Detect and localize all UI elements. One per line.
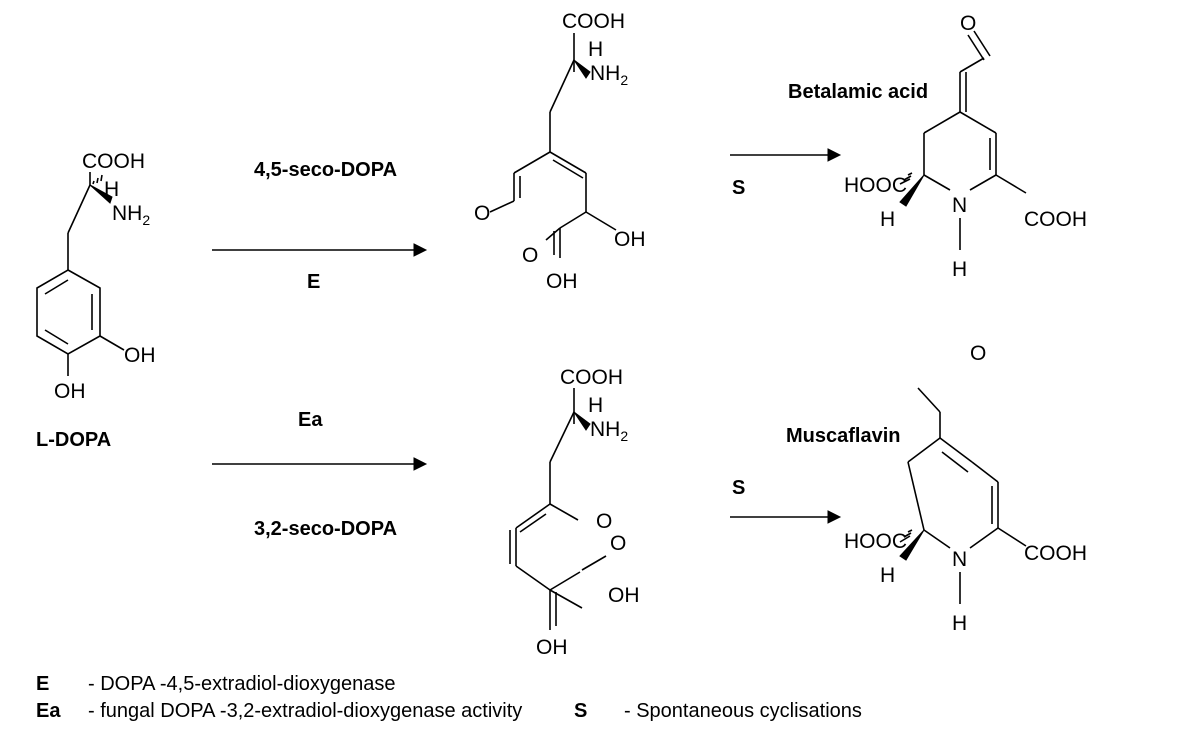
betalamic-o-label: O [960, 12, 976, 35]
compound-4-5-seco-dopa: COOH H NH2 O O OH OH [474, 10, 646, 293]
legend-key-e: E [36, 673, 49, 695]
compound-3-2-seco-dopa: COOH H NH2 O O OH OH [509, 366, 640, 659]
arrow-enzyme-e: 4,5-seco-DOPA E [212, 159, 428, 293]
spont-bottom-label: S [732, 477, 745, 499]
seco32-oh-enol-label: OH [536, 636, 568, 659]
muscaflavin-o-label: O [970, 342, 986, 365]
legend-item-s: S - Spontaneous cyclisations [574, 700, 862, 722]
seco32-h-label: H [588, 394, 603, 417]
seco45-cooh-label: COOH [562, 10, 625, 33]
ldopa-alpha-bond [67, 184, 91, 234]
seco45-h-label: H [588, 38, 603, 61]
seco45-o-acid-label: O [522, 244, 538, 267]
legend-text-s: - Spontaneous cyclisations [624, 700, 862, 722]
enzyme-ea-label: Ea [298, 409, 323, 431]
seco45-name: 4,5-seco-DOPA [254, 159, 397, 181]
seco32-o-ald-label: O [596, 510, 612, 533]
arrow-enzyme-ea: Ea 3,2-seco-DOPA [212, 409, 428, 540]
legend-item-e: E - DOPA -4,5-extradiol-dioxygenase [36, 673, 396, 695]
seco32-oh-acid-label: OH [608, 584, 640, 607]
betalamic-n-label: N [952, 194, 967, 217]
arrow-spont-bottom: S Muscaflavin [730, 425, 900, 524]
seco32-nh2-label: NH2 [590, 418, 628, 444]
muscaflavin-hooc-label: HOOC [844, 530, 907, 553]
ldopa-h-label: H [104, 178, 119, 201]
ldopa-name: L-DOPA [36, 429, 111, 451]
ldopa-nh2-wedge [89, 184, 113, 204]
ldopa-oh-para-label: OH [54, 380, 86, 403]
muscaflavin-name: Muscaflavin [786, 425, 900, 447]
muscaflavin-n-label: N [952, 548, 967, 571]
arrow-e-head [413, 243, 428, 257]
legend-key-s: S [574, 700, 587, 722]
ldopa-oh-meta-label: OH [124, 344, 156, 367]
betalamic-hooc-label: HOOC [844, 174, 907, 197]
spont-top-label: S [732, 177, 745, 199]
legend-item-ea: Ea - fungal DOPA -3,2-extradiol-dioxygen… [36, 700, 522, 722]
ldopa-cooh-label: COOH [82, 150, 145, 173]
legend-key-ea: Ea [36, 700, 61, 722]
seco45-o-ald-label: O [474, 202, 490, 225]
ldopa-nh2-label: NH2 [112, 202, 150, 228]
muscaflavin-cooh-label: COOH [1024, 542, 1087, 565]
betalamic-h-label: H [880, 208, 895, 231]
legend-text-e: - DOPA -4,5-extradiol-dioxygenase [88, 673, 396, 695]
compound-betalamic-acid: O HOOC H N H COOH [844, 12, 1087, 281]
muscaflavin-h-label: H [880, 564, 895, 587]
seco45-oh-side-label: OH [614, 228, 646, 251]
seco45-nh2-label: NH2 [590, 62, 628, 88]
seco45-oh-acid-label: OH [546, 270, 578, 293]
compound-l-dopa: COOH H NH2 OH OH L-DOPA [36, 150, 156, 451]
ldopa-benzene-ring [36, 269, 101, 355]
seco32-name: 3,2-seco-DOPA [254, 518, 397, 540]
seco32-cooh-label: COOH [560, 366, 623, 389]
legend: E - DOPA -4,5-extradiol-dioxygenase Ea -… [36, 673, 862, 722]
legend-text-ea: - fungal DOPA -3,2-extradiol-dioxygenase… [88, 700, 522, 722]
betalamic-name: Betalamic acid [788, 81, 928, 103]
arrow-spont-top: S Betalamic acid [730, 81, 928, 199]
compound-muscaflavin: O HOOC H N H COOH [844, 342, 1087, 635]
muscaflavin-nh-label: H [952, 612, 967, 635]
betalamic-cooh-label: COOH [1024, 208, 1087, 231]
seco32-o-acid-label: O [610, 532, 626, 555]
enzyme-e-label: E [307, 271, 320, 293]
betalamic-nh-label: H [952, 258, 967, 281]
